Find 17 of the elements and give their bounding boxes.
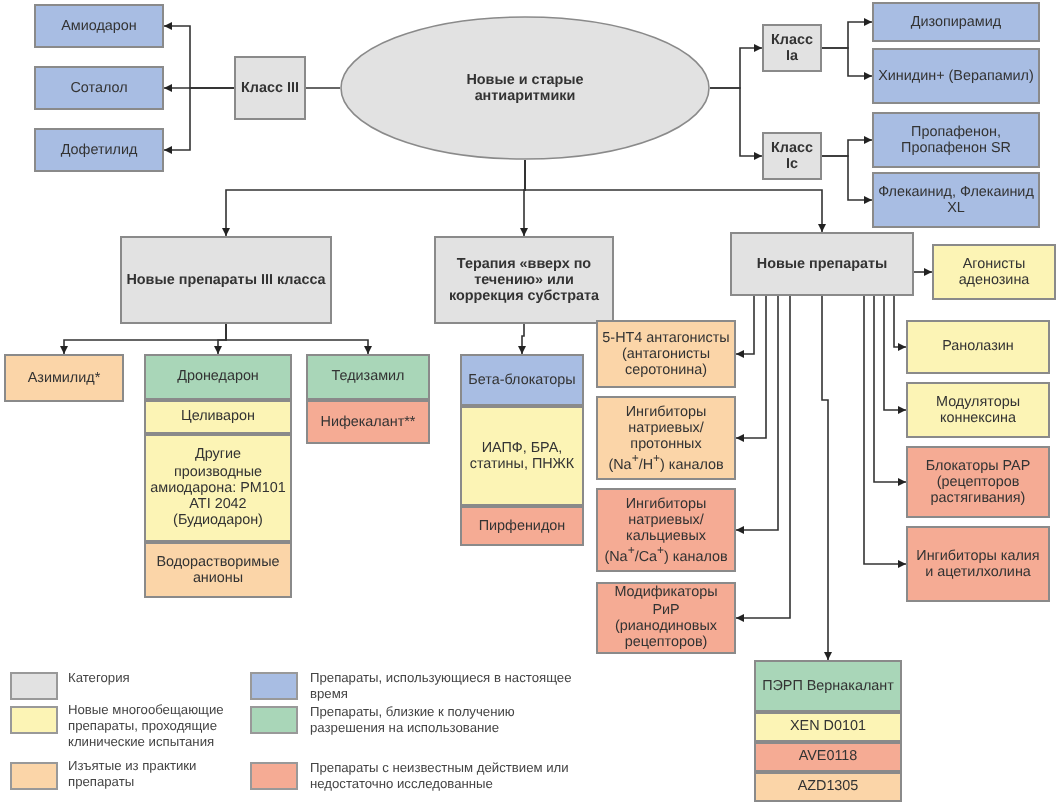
connector-arrow xyxy=(873,295,907,486)
connector-arrow xyxy=(883,295,907,414)
connector-arrow xyxy=(735,295,791,622)
connector-arrow xyxy=(821,295,832,661)
connector-arrow xyxy=(735,295,779,534)
connector-arrow xyxy=(913,268,933,276)
connector-arrow xyxy=(735,295,767,442)
connector-arrow xyxy=(863,295,907,568)
connector-arrow xyxy=(709,87,763,160)
connector-arrow xyxy=(821,155,873,204)
connector-arrow xyxy=(225,323,372,355)
connector-arrow xyxy=(735,295,755,358)
connector-arrow xyxy=(163,87,235,154)
connector-arrow xyxy=(893,295,907,351)
connector-arrow xyxy=(518,323,526,355)
connector-arrow xyxy=(821,47,873,80)
connector-arrow xyxy=(524,159,826,233)
